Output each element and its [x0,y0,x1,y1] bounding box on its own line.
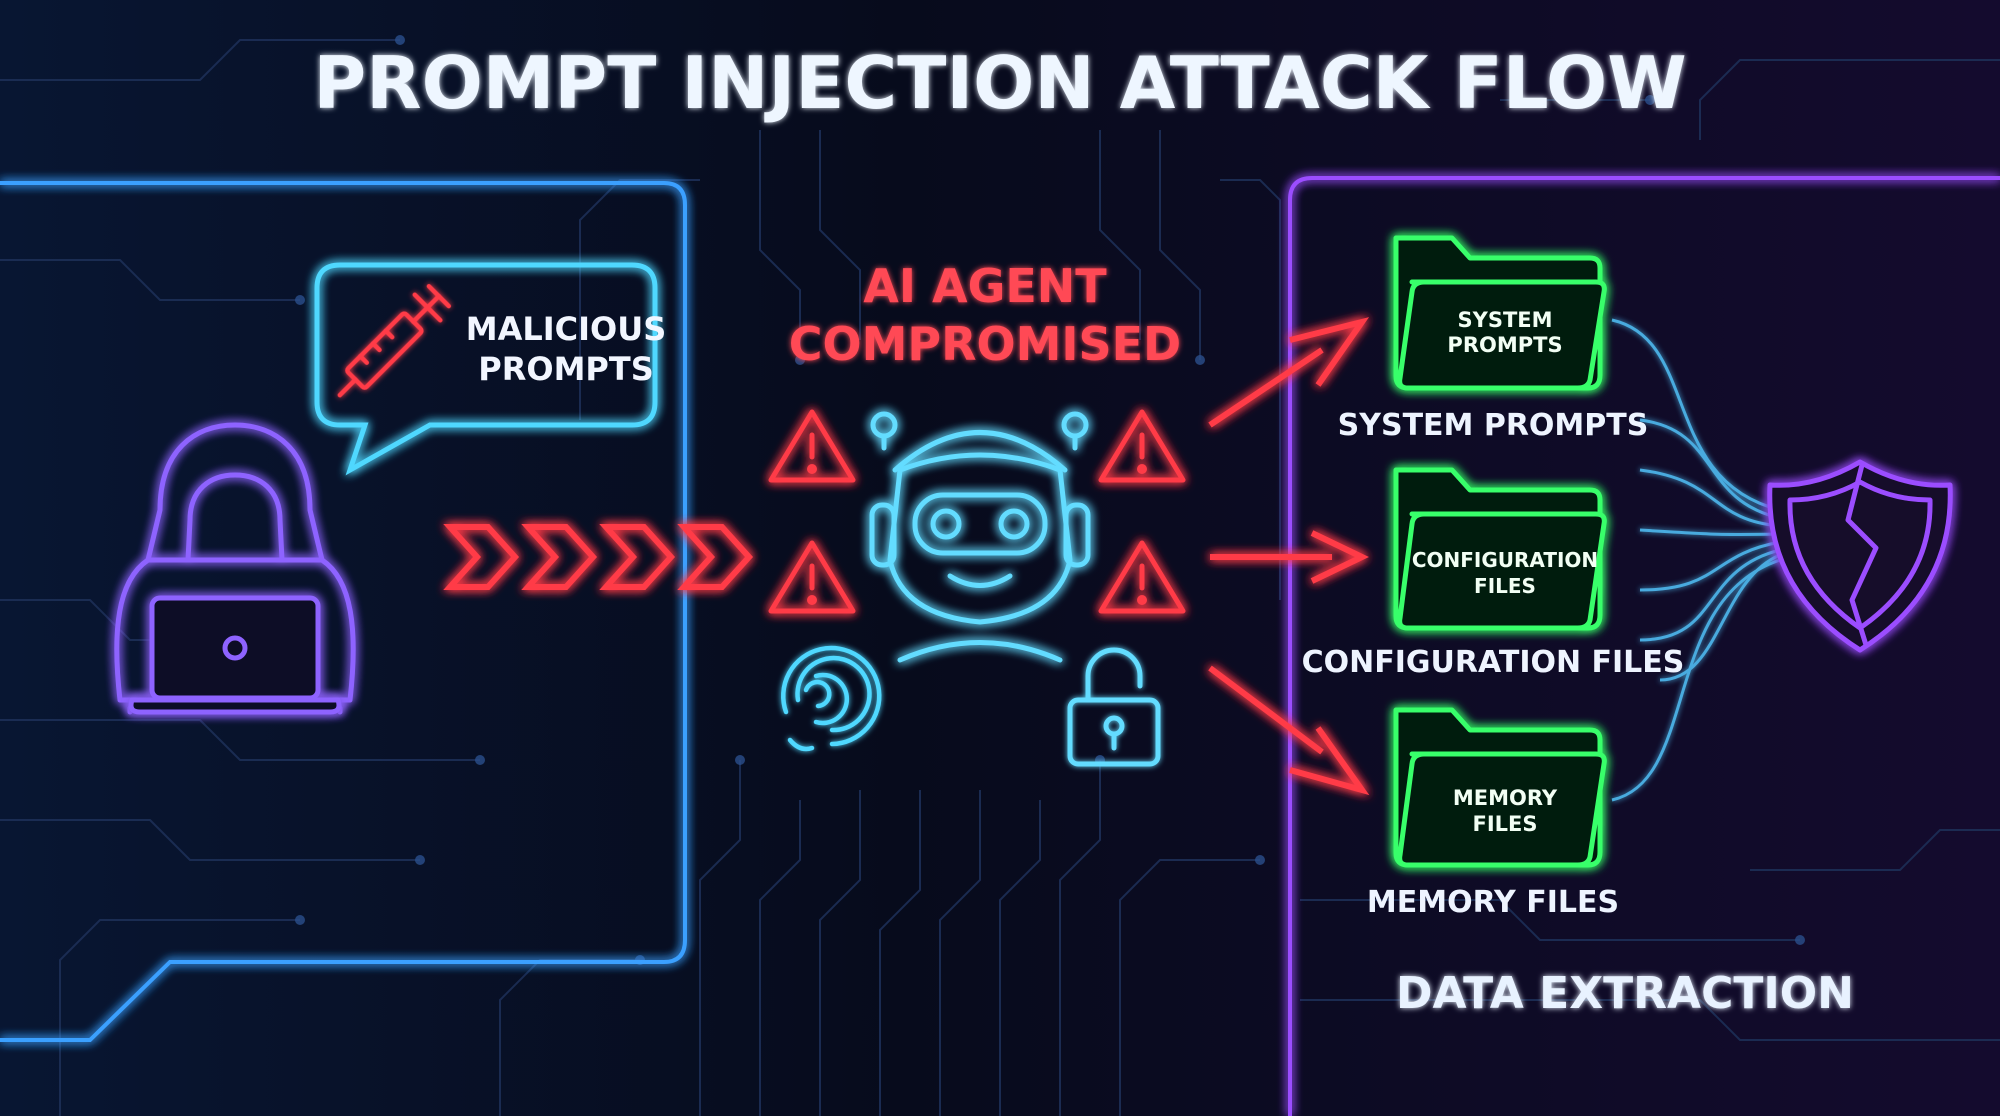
bubble-text-line2: PROMPTS [478,350,653,388]
folder-system-prompts [1393,235,1607,391]
data-streams [1611,318,1781,802]
folder-configuration-files [1393,467,1607,631]
bubble-text-line1: MALICIOUS [466,310,667,348]
warning-icons [768,409,1186,614]
caption-system-prompts: SYSTEM PROMPTS [1338,408,1649,443]
circuit-traces [0,39,2000,1116]
page-title: PROMPT INJECTION ATTACK FLOW [313,41,1686,125]
folder-system-prompts-line1: SYSTEM [1457,308,1552,332]
arrow-to-system-prompts [1208,317,1370,428]
folder-configuration-files-line2: FILES [1474,574,1536,598]
caption-memory-files: MEMORY FILES [1367,885,1619,920]
arrow-to-memory-files [1208,665,1370,796]
agent-label-line1: AI AGENT [863,259,1107,313]
arrow-to-configuration-files [1210,530,1369,584]
data-extraction-label: DATA EXTRACTION [1396,968,1854,1019]
speech-bubble-icon [314,262,658,476]
broken-shield-icon [1767,459,1953,653]
folder-memory-files [1393,707,1607,868]
malicious-input-arrows [443,524,754,590]
warning-icon [1098,540,1186,614]
warning-icon [1098,409,1186,483]
syringe-icon [337,284,451,398]
extraction-arrows [1208,317,1370,796]
folder-system-prompts-line2: PROMPTS [1447,333,1562,357]
attacker-panel-border [0,181,687,1042]
warning-icon [768,409,856,483]
agent-label-line2: COMPROMISED [789,317,1182,371]
fingerprint-icon [781,645,882,752]
robot-icon [869,411,1091,663]
folder-configuration-files-line1: CONFIGURATION [1412,548,1598,572]
warning-icon [768,540,856,614]
padlock-open-icon [1067,647,1161,767]
malicious-prompts-bubble [314,262,658,476]
caption-configuration-files: CONFIGURATION FILES [1302,645,1685,680]
folder-memory-files-line1: MEMORY [1453,786,1558,810]
laptop-icon [128,595,342,715]
folder-memory-files-line2: FILES [1472,812,1537,836]
extraction-panel-border [1288,176,2000,1116]
